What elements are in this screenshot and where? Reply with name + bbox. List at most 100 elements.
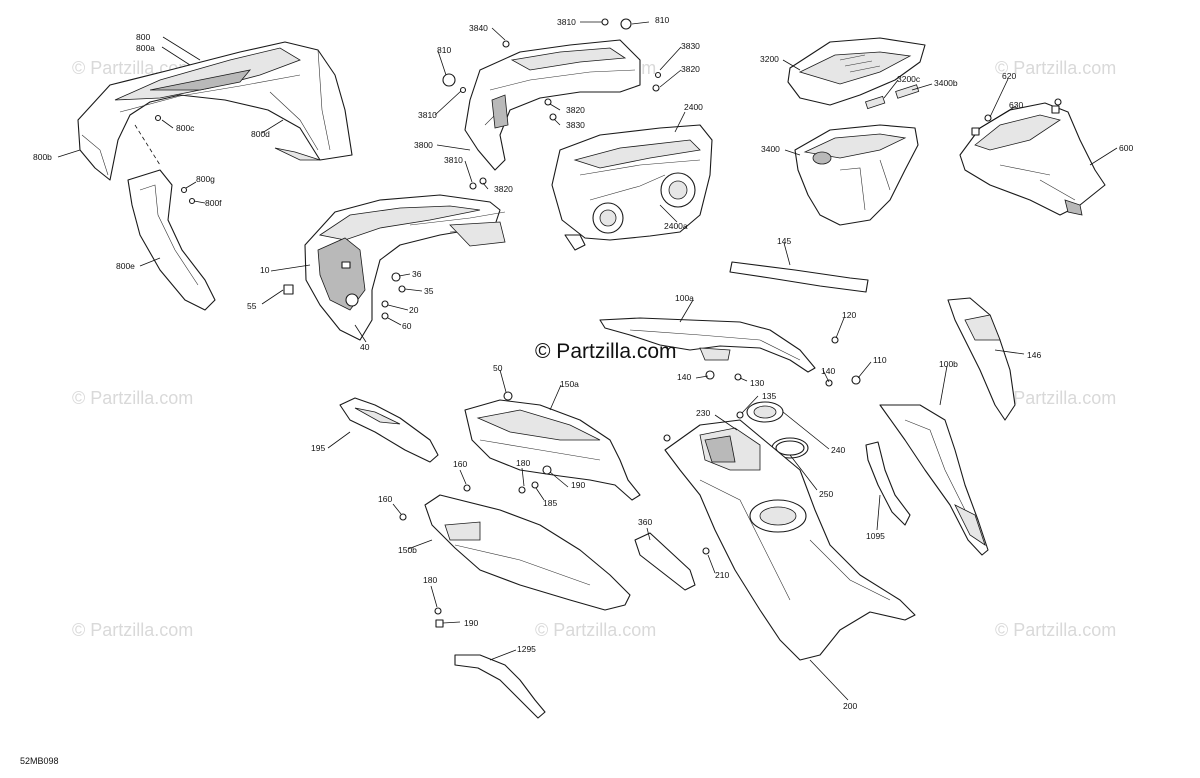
callout-50: 50 <box>493 363 503 373</box>
pad-3400b <box>895 84 920 99</box>
callout-labels: 800 800a 800b 800c 800d 800e 800f 800g 1… <box>33 15 1133 711</box>
screw-160 <box>463 484 471 492</box>
assembly-line <box>134 124 161 166</box>
callout-35: 35 <box>424 286 434 296</box>
seal-1095 <box>865 441 911 526</box>
washer-60 <box>381 312 389 320</box>
callout-3200c: 3200c <box>897 74 921 84</box>
screw-3810 <box>469 182 477 190</box>
callout-150b: 150b <box>398 545 417 555</box>
callout-36: 36 <box>412 269 422 279</box>
screw-180 <box>434 607 442 615</box>
callout-195: 195 <box>311 443 325 453</box>
clip-190 <box>435 619 444 628</box>
washer-185 <box>531 481 539 489</box>
side-panel-150a <box>464 399 641 501</box>
callout-180: 180 <box>423 575 437 585</box>
screw-620 <box>1054 98 1062 106</box>
callout-120: 120 <box>842 310 856 320</box>
grommet-810 <box>620 18 632 30</box>
callout-3820: 3820 <box>681 64 700 74</box>
screw-120 <box>831 336 839 344</box>
nut-3820 <box>652 84 660 92</box>
callout-3830: 3830 <box>681 41 700 51</box>
diagram-code: 52MB098 <box>20 756 59 766</box>
partzilla-watermark: © Partzilla.com <box>535 340 677 363</box>
callout-40: 40 <box>360 342 370 352</box>
clip-140 <box>705 370 715 380</box>
leader-lines <box>57 21 1118 701</box>
watermark-tile: © Partzilla.com <box>995 388 1116 408</box>
screw-3840 <box>502 40 510 48</box>
headlight-frame-3800 <box>464 39 641 171</box>
callout-3810: 3810 <box>418 110 437 120</box>
clip-630 <box>1051 105 1060 114</box>
callout-135: 135 <box>762 391 776 401</box>
console-rail-100a <box>599 317 816 373</box>
bracket-55 <box>283 284 294 295</box>
callout-800c: 800c <box>176 123 195 133</box>
callout-110: 110 <box>873 355 887 365</box>
clip-3830 <box>549 113 557 121</box>
watermark-tile: © Partzilla.com <box>995 620 1116 640</box>
callout-1295: 1295 <box>517 644 536 654</box>
callout-620: 620 <box>1002 71 1016 81</box>
callout-150a: 150a <box>560 379 579 389</box>
callout-3810: 3810 <box>444 155 463 165</box>
callout-140: 140 <box>677 372 691 382</box>
callout-3820: 3820 <box>494 184 513 194</box>
callout-145: 145 <box>777 236 791 246</box>
callout-2400a: 2400a <box>664 221 688 231</box>
screw-35 <box>398 285 406 293</box>
callout-800d: 800d <box>251 129 270 139</box>
storage-bin-3400 <box>794 124 919 226</box>
callout-3800: 3800 <box>414 140 433 150</box>
side-panel-100b <box>879 404 989 556</box>
clip-190 <box>542 465 552 475</box>
grommet-810 <box>442 73 456 87</box>
fastener-800f <box>188 197 196 205</box>
clip-140 <box>825 379 833 387</box>
callout-2400: 2400 <box>684 102 703 112</box>
trim-195 <box>339 397 439 463</box>
callout-60: 60 <box>402 321 412 331</box>
callout-180: 180 <box>516 458 530 468</box>
callout-810: 810 <box>655 15 669 25</box>
screw-135 <box>736 411 744 419</box>
screw-620 <box>984 114 992 122</box>
callout-160: 160 <box>453 459 467 469</box>
callout-210: 210 <box>715 570 729 580</box>
side-panel-150b <box>424 494 631 611</box>
nut-3820 <box>544 98 552 106</box>
callout-360: 360 <box>638 517 652 527</box>
callout-190: 190 <box>464 618 478 628</box>
callout-100a: 100a <box>675 293 694 303</box>
callout-20: 20 <box>409 305 419 315</box>
storage-lid-3200 <box>787 37 926 106</box>
headlamp-2400 <box>551 124 713 251</box>
callout-800: 800 <box>136 32 150 42</box>
center-console-200 <box>664 419 916 661</box>
fastener-800c <box>154 114 162 122</box>
callout-3830: 3830 <box>566 120 585 130</box>
callout-3200: 3200 <box>760 54 779 64</box>
nut-36 <box>391 272 401 282</box>
screw-180 <box>518 486 526 494</box>
callout-800e: 800e <box>116 261 135 271</box>
nut-3820 <box>479 177 487 185</box>
screw-3810 <box>459 86 467 94</box>
watermark-tile: © Partzilla.com <box>72 620 193 640</box>
clip-50 <box>503 391 513 401</box>
callout-3840: 3840 <box>469 23 488 33</box>
callout-600: 600 <box>1119 143 1133 153</box>
callout-100b: 100b <box>939 359 958 369</box>
callout-800a: 800a <box>136 43 155 53</box>
side-panel-800e <box>127 169 216 311</box>
callout-800g: 800g <box>196 174 215 184</box>
callout-130: 130 <box>750 378 764 388</box>
screw-160 <box>399 513 407 521</box>
callout-3400b: 3400b <box>934 78 958 88</box>
washer-130 <box>734 373 742 381</box>
callout-800f: 800f <box>205 198 222 208</box>
callout-146: 146 <box>1027 350 1041 360</box>
